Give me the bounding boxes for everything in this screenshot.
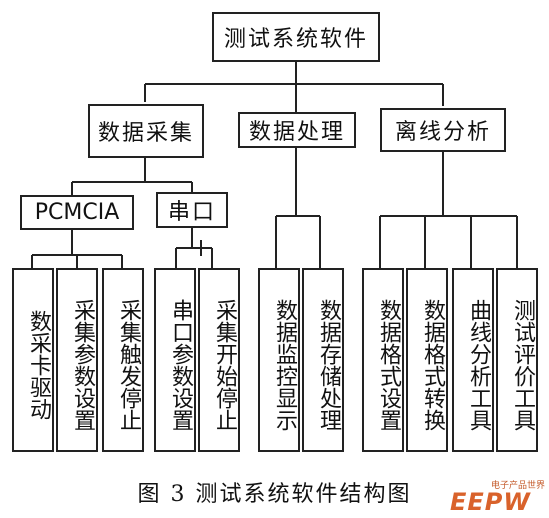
watermark-tagline: 电子产品世界 <box>490 481 545 491</box>
leaf-data-storage-processing: 数据存储处理 <box>302 268 344 452</box>
node-pcmcia: PCMCIA <box>20 195 134 230</box>
node-offline-analysis: 离线分析 <box>380 108 506 152</box>
leaf-acq-start-stop: 采集开始停止 <box>198 268 240 452</box>
leaf-data-monitor-display: 数据监控显示 <box>258 268 300 452</box>
root-node: 测试系统软件 <box>212 12 380 62</box>
node-serial-port: 串口 <box>156 192 228 228</box>
leaf-data-format-conversion: 数据格式转换 <box>406 268 448 452</box>
leaf-data-format-setting: 数据格式设置 <box>362 268 404 452</box>
watermark-logo: EEPW <box>450 488 531 516</box>
leaf-acq-param-setting: 采集参数设置 <box>56 268 98 452</box>
eepw-watermark: 电子产品世界 EEPW <box>450 478 545 516</box>
leaf-daq-card-driver: 数采卡驱动 <box>12 268 54 452</box>
figure-caption: 图 3 测试系统软件结构图 <box>137 482 412 507</box>
leaf-curve-analysis-tool: 曲线分析工具 <box>452 268 494 452</box>
leaf-serial-param-setting: 串口参数设置 <box>154 268 196 452</box>
leaf-test-evaluation-tool: 测试评价工具 <box>496 268 538 452</box>
node-data-acquisition: 数据采集 <box>88 104 204 158</box>
leaf-acq-trigger-stop: 采集触发停止 <box>102 268 144 452</box>
node-data-processing: 数据处理 <box>238 112 356 148</box>
